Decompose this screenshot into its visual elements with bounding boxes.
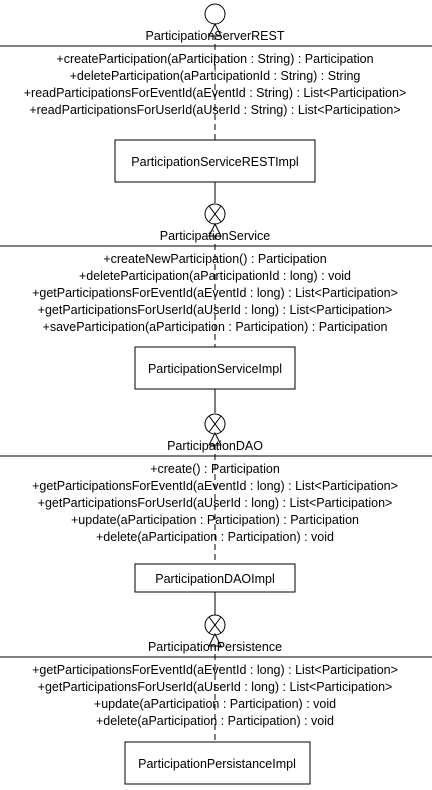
method: +readParticipationsForUserId(aUserId : S… xyxy=(29,103,400,117)
impl-class-box[interactable] xyxy=(114,139,316,183)
method: +delete(aParticipation : Participation) … xyxy=(96,714,334,728)
method: +getParticipationsForUserId(aUserId : lo… xyxy=(38,303,393,317)
method: +createParticipation(aParticipation : St… xyxy=(56,52,373,66)
impl-class-label: ParticipationDAOImpl xyxy=(155,572,275,586)
method: +update(aParticipation : Participation) … xyxy=(71,513,359,527)
realization-arrow-icon xyxy=(208,22,222,37)
impl-class-label: ParticipationServiceImpl xyxy=(148,362,282,376)
method: +readParticipationsForEventId(aEventId :… xyxy=(24,86,407,100)
method: +create() : Participation xyxy=(150,462,280,476)
method: +saveParticipation(aParticipation : Part… xyxy=(43,320,388,334)
interface-title: ParticipationService xyxy=(160,229,271,243)
interface-title: ParticipationPersistence xyxy=(148,640,282,654)
interface-title: ParticipationDAO xyxy=(167,439,263,453)
impl-class-label: ParticipationPersistanceImpl xyxy=(138,757,296,771)
method: +createNewParticipation() : Participatio… xyxy=(103,252,326,266)
impl-class-box[interactable] xyxy=(124,741,311,785)
realization-arrow-icon xyxy=(208,632,222,647)
method: +getParticipationsForUserId(aUserId : lo… xyxy=(38,496,393,510)
method: +getParticipationsForEventId(aEventId : … xyxy=(32,663,398,677)
impl-class-box[interactable] xyxy=(134,563,296,593)
interface-title: ParticipationServerREST xyxy=(146,29,285,43)
method: +getParticipationsForEventId(aEventId : … xyxy=(32,479,398,493)
realization-arrow-icon xyxy=(208,431,222,446)
method: +getParticipationsForUserId(aUserId : lo… xyxy=(38,680,393,694)
method: +getParticipationsForEventId(aEventId : … xyxy=(32,286,398,300)
impl-class-label: ParticipationServiceRESTImpl xyxy=(131,155,298,169)
method: +deleteParticipation(aParticipationId : … xyxy=(70,69,361,83)
impl-class-box[interactable] xyxy=(134,346,296,390)
interface-lollipop-icon xyxy=(204,3,226,25)
method: +delete(aParticipation : Participation) … xyxy=(96,530,334,544)
method: +update(aParticipation : Participation) … xyxy=(94,697,336,711)
realization-arrow-icon xyxy=(208,222,222,237)
method: +deleteParticipation(aParticipationId : … xyxy=(79,269,351,283)
